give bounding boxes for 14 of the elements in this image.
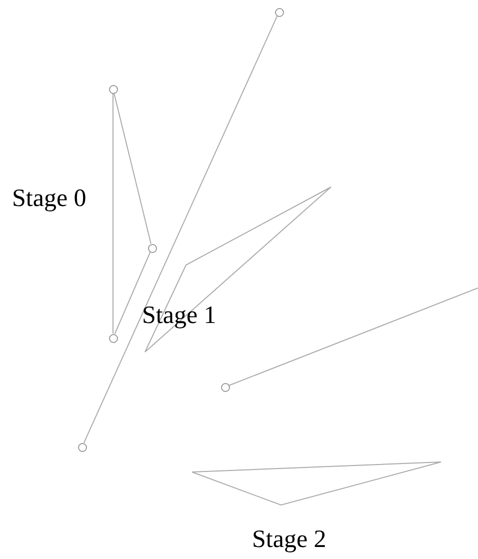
endpoint-circle: [108, 334, 118, 342]
connector-line: [114, 92, 152, 244]
connector-line: [228, 288, 478, 386]
endpoint-circle: [220, 382, 230, 392]
endpoint-circle: [148, 244, 156, 252]
stage-label: Stage 2: [252, 525, 326, 555]
connector-line: [114, 252, 151, 334]
stage-label: Stage 1: [142, 301, 216, 331]
endpoint-circle: [274, 8, 284, 16]
endpoint-circle: [108, 84, 118, 94]
endpoint-circle: [78, 442, 86, 452]
connector-line: [83, 16, 278, 444]
connector-line: [112, 93, 114, 334]
stage-label: Stage 0: [12, 184, 86, 214]
